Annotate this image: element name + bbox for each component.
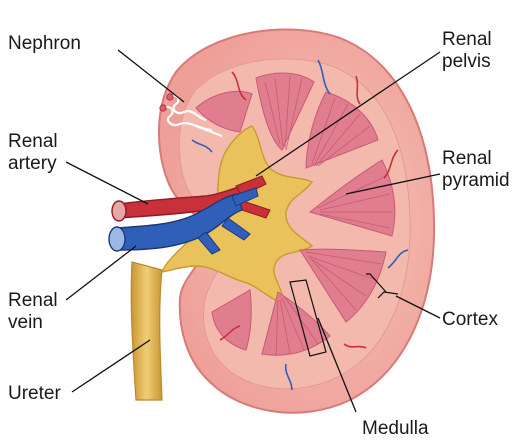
renal-pyramids bbox=[195, 72, 396, 356]
renal-artery-opening bbox=[111, 200, 127, 222]
label-ureter: Ureter bbox=[8, 383, 61, 404]
leader-lines bbox=[65, 49, 441, 413]
vein-branches bbox=[197, 187, 259, 255]
label-renal-pelvis: Renal pelvis bbox=[442, 29, 492, 72]
label-nephron: Nephron bbox=[8, 33, 81, 54]
nephron-glomeruli bbox=[159, 93, 174, 112]
label-cortex: Cortex bbox=[442, 309, 498, 330]
renal-vein-shape bbox=[115, 193, 243, 251]
label-renal-artery: Renal artery bbox=[8, 131, 58, 174]
renal-pelvis-shape bbox=[160, 125, 314, 303]
label-medulla: Medulla bbox=[362, 418, 429, 439]
label-renal-pyramid: Renal pyramid bbox=[442, 148, 510, 191]
artery-branches bbox=[235, 175, 271, 219]
label-renal-vein: Renal vein bbox=[8, 290, 58, 333]
medulla-bracket bbox=[289, 279, 327, 357]
renal-vein-opening bbox=[108, 226, 126, 252]
cortex-brackets bbox=[366, 273, 399, 299]
cortical-vessels bbox=[191, 59, 409, 391]
ureter-tube bbox=[130, 261, 163, 401]
